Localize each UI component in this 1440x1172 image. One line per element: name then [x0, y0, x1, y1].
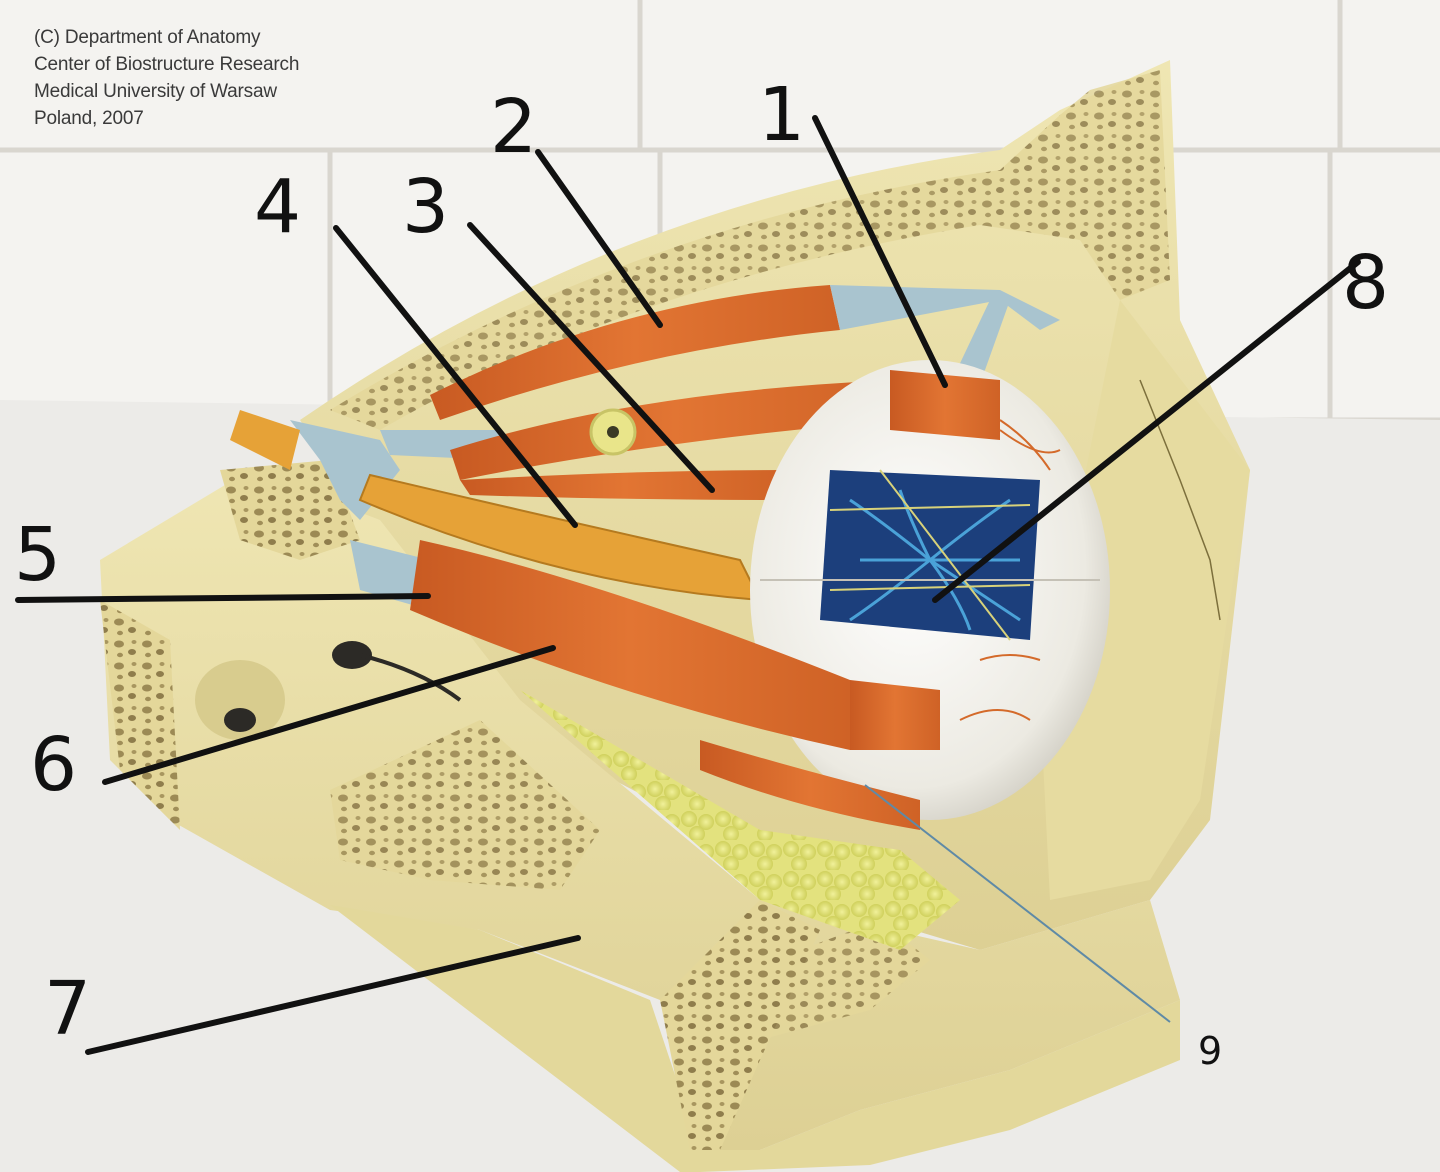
optic-nerve-stump — [230, 410, 300, 470]
eyeball — [750, 360, 1110, 820]
label-2: 2 — [490, 84, 537, 170]
label-pointers — [15, 115, 1361, 1055]
pointer-line-7 — [85, 935, 581, 1055]
levator-muscle — [430, 285, 840, 420]
credit-line-2: Center of Biostructure Research — [34, 54, 300, 75]
inferior-oblique — [700, 740, 920, 830]
label-1: 1 — [758, 72, 805, 158]
pointer-line-8 — [932, 259, 1361, 603]
label-5: 5 — [14, 512, 61, 598]
pointer-line-3 — [467, 222, 715, 493]
label-8: 8 — [1342, 240, 1389, 326]
label-6: 6 — [30, 722, 77, 808]
label-3: 3 — [402, 164, 449, 250]
pointer-line-6 — [102, 645, 556, 785]
label-9: 9 — [1198, 1029, 1222, 1073]
lateral-rectus — [410, 540, 850, 750]
pointer-line-2 — [535, 149, 663, 328]
credit-line-3: Medical University of Warsaw — [34, 81, 277, 102]
copyright-credit: (C) Department of Anatomy Center of Bios… — [34, 24, 299, 132]
label-4: 4 — [254, 164, 301, 250]
credit-line-1: (C) Department of Anatomy — [34, 27, 261, 48]
credit-line-4: Poland, 2007 — [34, 108, 144, 129]
superior-rectus — [450, 380, 900, 480]
pointer-line-4 — [333, 225, 578, 528]
pointer-line-1 — [812, 115, 948, 388]
label-7: 7 — [44, 966, 91, 1052]
pointer-line-9 — [864, 784, 1171, 1023]
pointer-line-5 — [15, 593, 431, 603]
orbital-fat — [520, 690, 960, 950]
